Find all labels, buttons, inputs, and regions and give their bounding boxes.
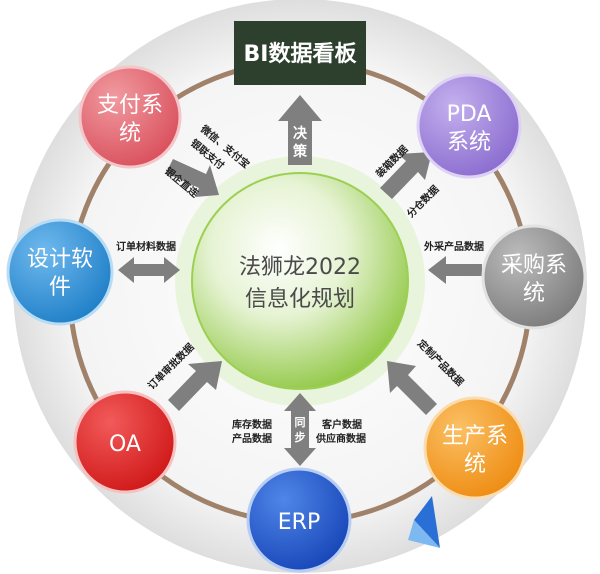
design-edge-label: 订单材料数据 — [116, 240, 176, 253]
design-software-circle — [6, 218, 114, 326]
design-software-label-1: 设计软 — [27, 247, 93, 272]
payment-system-label-1: 支付系 — [97, 93, 163, 118]
bi-board-label: BI数据看板 — [244, 41, 358, 67]
erp-sync-arrow — [284, 393, 316, 466]
design-software-node: 设计软 件 — [6, 218, 114, 326]
center-title-line2: 信息化规划 — [245, 287, 355, 312]
production-system-node: 生产系 统 — [423, 396, 527, 500]
purchase-edge-label: 外采产品数据 — [423, 240, 484, 253]
bi-board-box — [234, 21, 366, 85]
production-system-label-2: 统 — [464, 452, 486, 477]
payment-arrow — [166, 159, 219, 197]
decision-arrow — [278, 95, 322, 165]
payment-system-circle — [78, 65, 182, 169]
payment-system-label-2: 统 — [119, 121, 141, 146]
center-circle — [191, 172, 409, 390]
oa-arrow — [168, 361, 222, 411]
pda-system-label-1: PDA — [447, 102, 492, 127]
corner-logo — [408, 496, 440, 548]
production-system-label-1: 生产系 — [442, 424, 508, 449]
erp-system-circle — [246, 467, 352, 573]
oa-system-label: OA — [109, 432, 141, 457]
sync-label-2: 步 — [295, 430, 306, 444]
pda-system-circle — [416, 73, 522, 179]
pda-system-label-2: 系统 — [447, 130, 491, 155]
erp-system-label: ERP — [278, 510, 320, 535]
payment-system-node: 支付系 统 — [78, 65, 182, 169]
purchase-system-label-1: 采购系 — [501, 253, 567, 278]
production-arrow — [387, 361, 437, 415]
production-system-circle — [423, 396, 527, 500]
purchase-system-label-2: 统 — [523, 281, 545, 306]
purchase-system-circle — [481, 224, 587, 330]
decision-label-1: 决 — [293, 125, 308, 142]
erp-left-label-2: 产品数据 — [232, 432, 272, 445]
sync-label-1: 同 — [295, 416, 306, 429]
pda-arrow — [380, 152, 432, 199]
oa-system-circle — [73, 390, 177, 494]
design-software-label-2: 件 — [49, 275, 71, 300]
design-arrow — [118, 257, 180, 283]
decision-label-2: 策 — [292, 143, 308, 160]
erp-left-label-1: 库存数据 — [232, 418, 272, 431]
purchase-arrow — [428, 256, 482, 284]
erp-right-label-2: 供应商数据 — [315, 432, 366, 445]
erp-right-label-1: 客户数据 — [321, 418, 362, 431]
pda-system-node: PDA 系统 — [416, 73, 522, 179]
oa-system-node: OA — [73, 390, 177, 494]
erp-system-node: ERP — [246, 467, 352, 573]
purchase-system-node: 采购系 统 — [481, 224, 587, 330]
center-title-line1: 法狮龙2022 — [239, 255, 361, 280]
